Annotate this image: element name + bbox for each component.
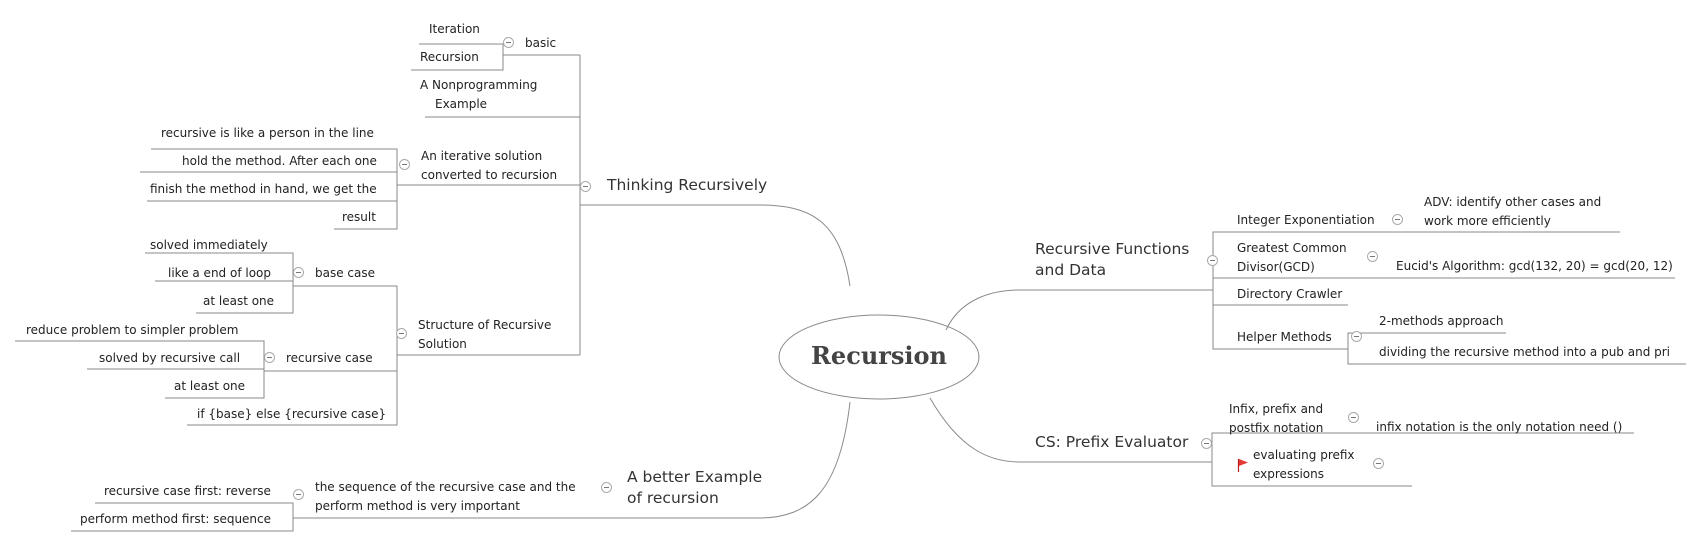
topic-infix-line1[interactable]: Infix, prefix and bbox=[1229, 402, 1324, 416]
central-topic-ellipse bbox=[778, 314, 980, 400]
topic-base-case[interactable]: base case bbox=[315, 266, 376, 280]
collapse-icon[interactable] bbox=[503, 37, 514, 48]
topic-infix-line2[interactable]: postfix notation bbox=[1229, 421, 1324, 435]
topic-recursive-functions-line2[interactable]: and Data bbox=[1035, 261, 1107, 279]
topic-integer-exponentiation[interactable]: Integer Exponentiation bbox=[1237, 213, 1375, 227]
subtopic-hold-method[interactable]: hold the method. After each one bbox=[182, 154, 377, 168]
collapse-icon[interactable] bbox=[601, 482, 612, 493]
topic-directory-crawler[interactable]: Directory Crawler bbox=[1237, 287, 1343, 301]
topic-iterative-line2[interactable]: converted to recursion bbox=[421, 168, 558, 182]
topic-recursive-functions-line1[interactable]: Recursive Functions bbox=[1035, 240, 1190, 258]
subtopic-sequence[interactable]: perform method first: sequence bbox=[80, 512, 272, 526]
topic-prefix-evaluator[interactable]: CS: Prefix Evaluator bbox=[1035, 433, 1189, 451]
collapse-icon[interactable] bbox=[399, 159, 410, 170]
flag-icon bbox=[1237, 459, 1248, 472]
topic-recursive-case[interactable]: recursive case bbox=[286, 351, 373, 365]
topic-iterative-line1[interactable]: An iterative solution bbox=[421, 149, 543, 163]
collapse-icon[interactable] bbox=[580, 181, 591, 192]
collapse-icon[interactable] bbox=[1351, 331, 1362, 342]
collapse-icon[interactable] bbox=[264, 352, 275, 363]
subtopic-finish-method[interactable]: finish the method in hand, we get the bbox=[150, 182, 377, 196]
subtopic-solved-by-call[interactable]: solved by recursive call bbox=[99, 351, 241, 365]
subtopic-at-least-one-rc[interactable]: at least one bbox=[174, 379, 246, 393]
subtopic-result[interactable]: result bbox=[342, 210, 376, 224]
collapse-icon[interactable] bbox=[293, 489, 304, 500]
subtopic-person-in-line[interactable]: recursive is like a person in the line bbox=[161, 126, 374, 140]
subtopic-iteration[interactable]: Iteration bbox=[429, 22, 480, 36]
subtopic-reduce-problem[interactable]: reduce problem to simpler problem bbox=[26, 323, 239, 337]
subtopic-adv-line2[interactable]: work more efficiently bbox=[1424, 214, 1551, 228]
topic-gcd-line1[interactable]: Greatest Common bbox=[1237, 241, 1347, 255]
collapse-icon[interactable] bbox=[1207, 255, 1218, 266]
topic-evaluating-line1[interactable]: evaluating prefix bbox=[1253, 448, 1355, 462]
subtopic-infix-notation[interactable]: infix notation is the only notation need… bbox=[1376, 420, 1623, 434]
topic-better-example-line2[interactable]: of recursion bbox=[627, 489, 719, 507]
central-topic[interactable]: Recursion bbox=[810, 341, 947, 370]
topic-gcd-line2[interactable]: Divisor(GCD) bbox=[1237, 260, 1315, 274]
subtopic-pub-pri[interactable]: dividing the recursive method into a pub… bbox=[1379, 345, 1671, 359]
collapse-icon[interactable] bbox=[396, 328, 407, 339]
topic-structure-line2[interactable]: Solution bbox=[418, 337, 467, 351]
topic-structure-line1[interactable]: Structure of Recursive bbox=[418, 318, 552, 332]
topic-nonprogramming-line2[interactable]: Example bbox=[435, 97, 488, 111]
topic-nonprogramming-line1[interactable]: A Nonprogramming bbox=[420, 78, 538, 92]
topic-thinking-recursively[interactable]: Thinking Recursively bbox=[607, 176, 768, 194]
collapse-icon[interactable] bbox=[293, 267, 304, 278]
subtopic-adv-line1[interactable]: ADV: identify other cases and bbox=[1424, 195, 1602, 209]
collapse-icon[interactable] bbox=[1373, 458, 1384, 469]
topic-evaluating-line2[interactable]: expressions bbox=[1253, 467, 1324, 481]
collapse-icon[interactable] bbox=[1392, 214, 1403, 225]
topic-sequence-line1[interactable]: the sequence of the recursive case and t… bbox=[315, 480, 576, 494]
subtopic-at-least-one[interactable]: at least one bbox=[203, 294, 275, 308]
topic-basic[interactable]: basic bbox=[525, 36, 557, 50]
subtopic-euclid[interactable]: Eucid's Algorithm: gcd(132, 20) = gcd(20… bbox=[1396, 259, 1673, 273]
subtopic-end-of-loop[interactable]: like a end of loop bbox=[168, 266, 271, 280]
topic-sequence-line2[interactable]: perform method is very important bbox=[315, 499, 520, 513]
collapse-icon[interactable] bbox=[1367, 251, 1378, 262]
collapse-icon[interactable] bbox=[1201, 438, 1212, 449]
subtopic-two-methods[interactable]: 2-methods approach bbox=[1379, 314, 1504, 328]
collapse-icon[interactable] bbox=[1348, 412, 1359, 423]
subtopic-solved-immediately[interactable]: solved immediately bbox=[150, 238, 268, 252]
subtopic-reverse[interactable]: recursive case first: reverse bbox=[104, 484, 271, 498]
subtopic-if-else[interactable]: if {base} else {recursive case} bbox=[197, 407, 387, 421]
topic-better-example-line1[interactable]: A better Example bbox=[627, 468, 763, 486]
subtopic-recursion[interactable]: Recursion bbox=[420, 50, 479, 64]
topic-helper-methods[interactable]: Helper Methods bbox=[1237, 330, 1332, 344]
